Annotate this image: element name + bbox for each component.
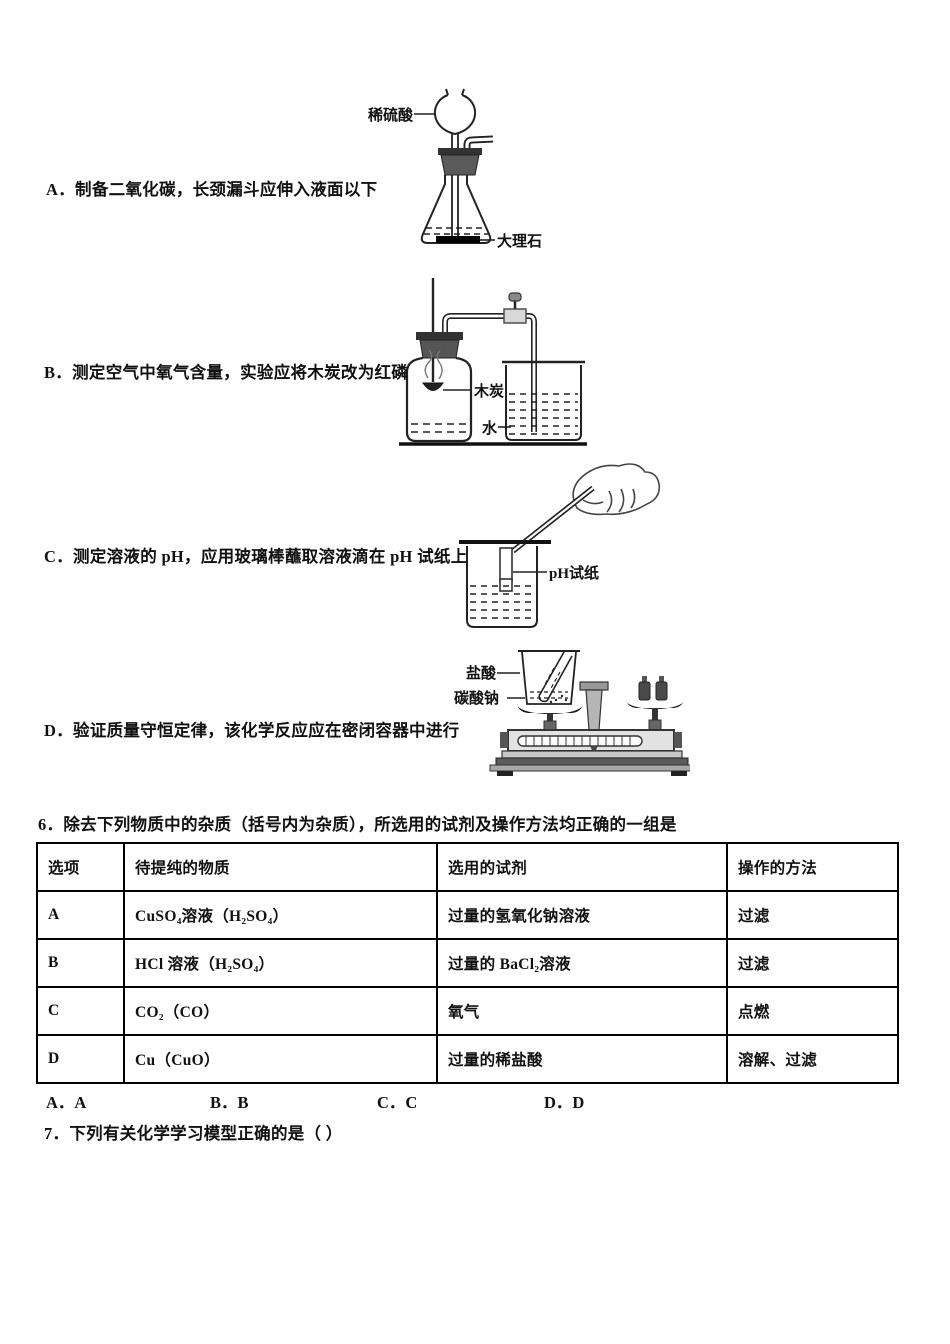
balance-base [501,750,683,759]
cell-substance: CuSO₄溶液（H₂SO₄） [123,890,438,940]
option-c-text: C．测定溶液的 pH，应用玻璃棒蘸取溶液滴在 pH 试纸上 [44,547,468,566]
table-row: D Cu（CuO） 过量的稀盐酸 溶解、过滤 [36,1034,899,1084]
charcoal-label: 木炭 [473,382,504,400]
ph-paper-label: pH试纸 [549,564,599,582]
carbonate-label: 碳酸钠 [454,689,499,707]
stopper [438,148,482,155]
hand [572,463,661,516]
cell-substance: CO₂（CO） [123,986,438,1036]
choice-c: C．C [377,1093,418,1112]
header-option: 选项 [36,842,125,892]
choice-a: A．A [46,1093,87,1112]
question6-stem: 6．除去下列物质中的杂质（括号内为杂质），所选用的试剂及操作方法均正确的一组是 [38,815,677,834]
diagram-oxygen-content: 木炭 水 [399,278,587,446]
reaction-beaker [518,650,580,705]
cell-reagent: 过量的氢氧化钠溶液 [436,890,728,940]
choice-d: D．D [544,1093,585,1112]
cell-substance: Cu（CuO） [123,1034,438,1084]
thistle-funnel-bulb [433,94,477,136]
ph-paper [499,547,513,583]
adjust-screw-left [500,732,508,748]
cell-method: 过滤 [726,890,899,940]
cell-option: C [36,986,125,1036]
liquid-level [424,227,488,235]
diagram-ph-test: pH试纸 [459,463,661,628]
table-header-row: 选项 待提纯的物质 选用的试剂 操作的方法 [36,842,899,892]
gas-bottle [405,356,473,443]
adjust-screw-right [674,732,682,748]
graduated-beam [517,735,643,747]
weights [642,676,647,683]
header-method: 操作的方法 [726,842,899,892]
water-label: 水 [482,419,498,437]
bottle-water [411,423,467,433]
option-a-text: A．制备二氧化碳，长颈漏斗应伸入液面以下 [46,180,378,199]
smoke [424,349,443,380]
cell-method: 过滤 [726,938,899,988]
cell-option: D [36,1034,125,1084]
beaker-water [509,393,578,435]
combustion-spoon [422,382,444,391]
marble-chips [436,236,480,243]
cell-method: 点燃 [726,986,899,1036]
diagram-balance: 盐酸 碳酸钠 [454,650,690,776]
option-d-text: D．验证质量守恒定律，该化学反应应在密闭容器中进行 [44,721,460,740]
cell-method: 溶解、过滤 [726,1034,899,1084]
marble-label: 大理石 [497,232,542,250]
rider [590,746,598,754]
choice-b: B．B [210,1093,249,1112]
question7-stem: 7．下列有关化学学习模型正确的是（ ） [44,1124,343,1143]
table-row: C CO₂（CO） 氧气 点燃 [36,986,899,1036]
table-row: A CuSO₄溶液（H₂SO₄） 过量的氢氧化钠溶液 过滤 [36,890,899,940]
acid-label: 盐酸 [466,664,497,682]
pillar [579,681,609,691]
header-substance: 待提纯的物质 [123,842,438,892]
table-row: B HCl 溶液（H₂SO₄） 过量的 BaCl₂溶液 过滤 [36,938,899,988]
cell-option: B [36,938,125,988]
cell-option: A [36,890,125,940]
cell-reagent: 过量的稀盐酸 [436,1034,728,1084]
option-b-text: B．测定空气中氧气含量，实验应将木炭改为红磷 [44,363,409,382]
beaker [505,365,582,441]
cell-substance: HCl 溶液（H₂SO₄） [123,938,438,988]
bottle-stopper [416,332,463,340]
beaker [466,546,538,628]
cell-reagent: 过量的 BaCl₂溶液 [436,938,728,988]
funnel-label: 稀硫酸 [368,106,414,124]
diagram-co2-generator: 稀硫酸 大理石 [368,88,542,250]
erlenmeyer-flask [420,175,492,244]
q6-table: 选项 待提纯的物质 选用的试剂 操作的方法 A CuSO₄溶液（H₂SO₄） 过… [36,842,899,1084]
right-pan [626,700,684,709]
left-pan [517,704,583,714]
cell-reagent: 氧气 [436,986,728,1036]
header-reagent: 选用的试剂 [436,842,728,892]
